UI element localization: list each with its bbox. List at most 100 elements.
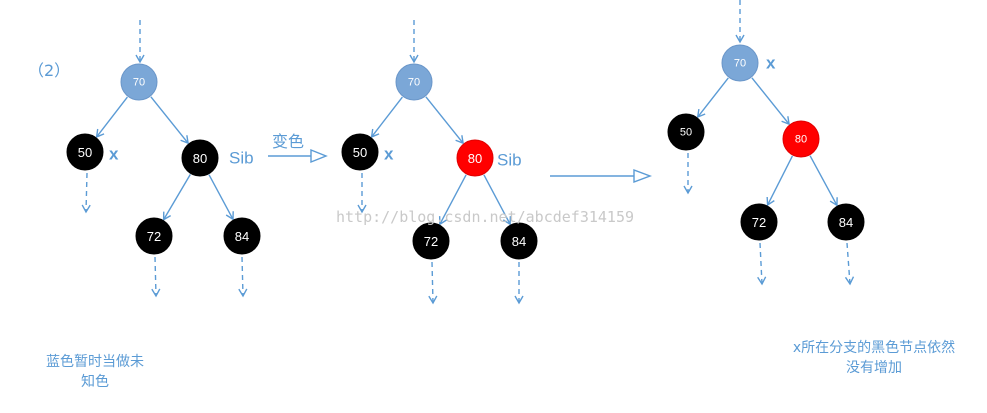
tree1-node-84-label: 84: [235, 229, 249, 244]
tree3-edge-n80-n72: [766, 155, 794, 206]
tree2-node-72: 72: [412, 222, 450, 260]
tree3-edge-n70-n80: [751, 77, 790, 125]
tree1-subtree-arrow-n50: [85, 172, 88, 213]
tree3-node-70-tag: x: [766, 54, 776, 73]
tree2-edge-n70-n50-head: [370, 128, 380, 139]
tree2-node-84-label: 84: [512, 234, 526, 249]
tree1-edge-n80-n84: [208, 174, 234, 220]
tree3-node-72-circle: [740, 203, 778, 241]
tree3-node-70-label: 70: [734, 58, 746, 70]
tree2-subtree-arrow-n72: [431, 261, 434, 304]
tree2: 70 50 x 80 Sib 72 84: [341, 20, 538, 305]
tree1-node-80-label: 80: [193, 151, 207, 166]
tree3-node-50-circle: [667, 113, 705, 151]
step-label: （2）: [28, 61, 70, 80]
tree3-node-84-circle: [827, 203, 865, 241]
tree1-edge-n70-n50: [96, 96, 128, 138]
tree1-subtree-arrow-n50-head: [81, 204, 91, 214]
tree1-node-80-circle: [181, 139, 219, 177]
note-right-line-2: 没有增加: [846, 360, 902, 376]
tree3: 70 x 50 80 72 84: [667, 0, 865, 286]
tree2-node-72-circle: [412, 222, 450, 260]
transition-arrow-result: [550, 168, 652, 184]
tree3-node-72-label: 72: [752, 215, 766, 230]
tree3-subtree-arrow-n72-head: [757, 276, 767, 286]
tree2-node-80: 80 Sib: [456, 139, 522, 177]
tree1-node-70-label: 70: [133, 77, 145, 89]
note-left-line-2: 知色: [81, 373, 109, 390]
tree2-incoming-arrow-head: [409, 54, 419, 64]
tree1-node-84-circle: [223, 217, 261, 255]
tree3-node-84: 84: [827, 203, 865, 241]
transition-arrow-recolor: 变色: [268, 132, 328, 164]
tree3-subtree-arrow-n84-head: [844, 276, 855, 286]
tree3-subtree-arrow-n50-head: [683, 185, 693, 195]
tree1-node-50-label: 50: [78, 145, 92, 160]
tree1-subtree-arrow-n72: [154, 256, 157, 297]
tree3-node-50-label: 50: [680, 127, 692, 139]
tree3-node-72: 72: [740, 203, 778, 241]
tree1-node-72: 72: [135, 217, 173, 255]
tree2-edge-n70-n80-head: [455, 135, 464, 145]
tree2-edge-n80-n72: [439, 174, 467, 225]
tree1-node-50-circle: [66, 133, 104, 171]
tree1-node-50-tag: x: [109, 145, 119, 164]
tree2-node-72-label: 72: [424, 234, 438, 249]
tree1-edge-n70-n80-head: [180, 135, 189, 145]
tree1-edge-n70-n80: [150, 96, 189, 144]
tree1-node-50: 50 x: [66, 133, 119, 171]
transition-arrow-head: [310, 148, 328, 164]
tree2-edge-n70-n80: [425, 96, 464, 144]
tree3-edge-n70-n50: [697, 77, 729, 118]
tree2-node-50: 50 x: [341, 133, 394, 171]
transition-label: 变色: [272, 132, 304, 151]
tree1-node-72-circle: [135, 217, 173, 255]
tree2-edge-n80-n84: [483, 174, 511, 225]
tree3-edge-n70-n80-head: [781, 116, 790, 126]
tree2-subtree-arrow-n72-head: [428, 295, 438, 305]
tree1-subtree-arrow-n84-head: [238, 288, 248, 298]
tree1-node-84: 84: [223, 217, 261, 255]
tree3-subtree-arrow-n72: [759, 242, 763, 285]
tree1-edge-n80-n72-head: [162, 211, 172, 221]
tree2-node-50-circle: [341, 133, 379, 171]
tree3-edge-n80-n84-head: [829, 197, 838, 207]
tree2-node-84-circle: [500, 222, 538, 260]
tree2-node-50-tag: x: [384, 145, 394, 164]
tree1-node-70: 70: [120, 63, 158, 101]
tree2-node-70-label: 70: [408, 77, 420, 89]
tree2-subtree-arrow-n50-head: [357, 204, 367, 214]
tree3-incoming-arrow-head: [735, 34, 745, 44]
tree2-node-80-label: 80: [468, 151, 482, 166]
tree2-node-50-label: 50: [353, 145, 367, 160]
tree1-subtree-arrow-n72-head: [151, 288, 161, 298]
tree3-node-80: 80: [782, 120, 820, 158]
tree2-edge-n80-n84-head: [502, 216, 512, 226]
tree2-edge-n70-n50: [371, 96, 403, 138]
tree3-node-84-label: 84: [839, 215, 853, 230]
tree2-node-84: 84: [500, 222, 538, 260]
tree3-node-70: 70 x: [721, 44, 776, 82]
tree3-node-50: 50: [667, 113, 705, 151]
tree1-node-72-label: 72: [147, 229, 161, 244]
tree1-edge-n70-n50-head: [95, 128, 105, 139]
tree1-edge-n80-n72: [163, 174, 191, 220]
tree3-edge-n70-n50-head: [696, 108, 706, 119]
tree2-node-80-tag: Sib: [497, 151, 522, 170]
tree1-subtree-arrow-n84: [241, 256, 244, 297]
note-left-line-1: 蓝色暂时当做未: [46, 353, 144, 370]
tree3-edge-n80-n72-head: [766, 196, 775, 207]
tree2-subtree-arrow-n84-head: [514, 295, 524, 305]
tree3-edge-n80-n84: [809, 155, 838, 206]
note-right-line-1: x所在分支的黑色节点依然: [793, 339, 955, 356]
tree2-edge-n80-n72-head: [438, 216, 448, 226]
tree3-node-80-circle: [782, 120, 820, 158]
result-arrow-head: [633, 168, 652, 184]
tree3-node-80-label: 80: [795, 134, 807, 146]
watermark: http://blog.csdn.net/abcdef314159: [336, 208, 634, 226]
